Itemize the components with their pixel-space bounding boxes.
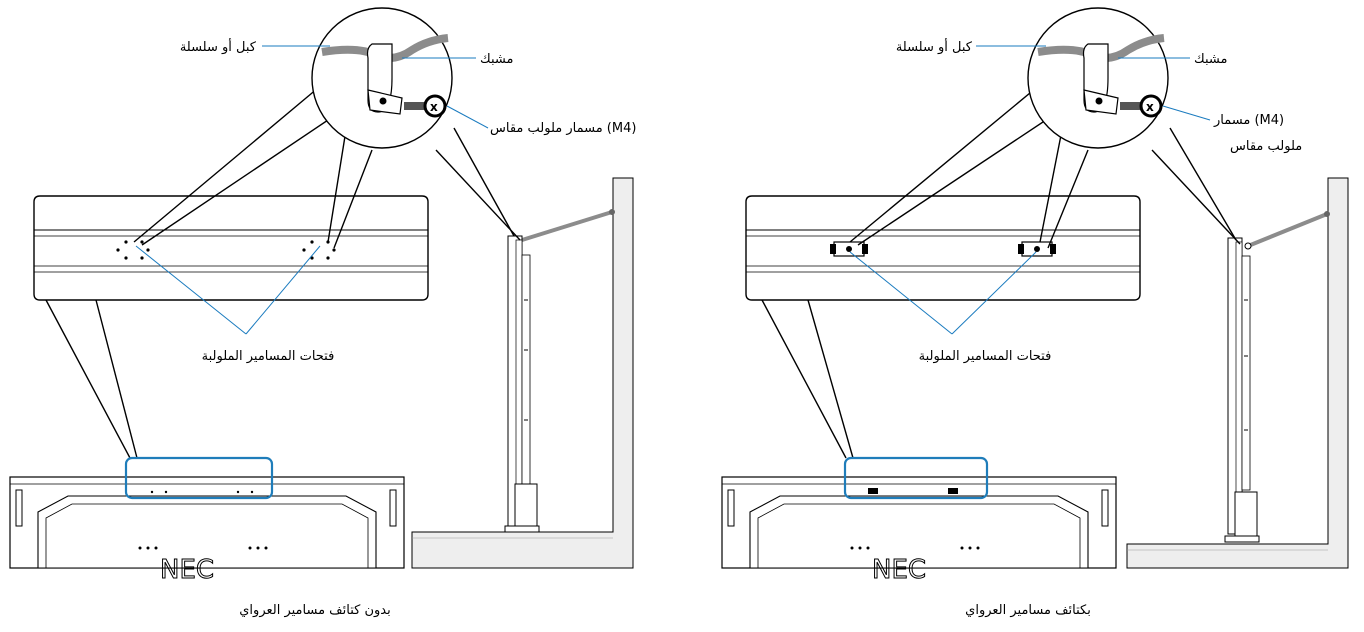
label-holes-right: فتحات المسامير الملولبة — [919, 349, 1052, 364]
monitor-side-left — [504, 235, 540, 533]
monitor-logo-right: NEC — [872, 555, 926, 585]
magnifier-right: x — [1027, 7, 1169, 149]
callouts-right — [849, 45, 1211, 335]
cable-right — [1247, 212, 1328, 248]
monitor-back-left: NEC — [9, 476, 405, 586]
rail-zoom-right — [745, 195, 1141, 301]
wall-right — [1126, 177, 1349, 569]
label-screw-right-line1: مسمار (M4) — [1213, 113, 1284, 128]
eyebolt-bracket-1 — [830, 241, 868, 257]
eyebolt-bracket-2 — [1018, 241, 1056, 257]
cable-left — [521, 210, 613, 242]
label-clamp-right: مشبك — [1194, 52, 1227, 67]
figure-with-eyebolts: x NEC كبل أو سلسلة مشبك — [721, 7, 1349, 618]
caption-left: بدون كتائف مسامير العرواي — [239, 603, 390, 618]
zoom-lines-right — [761, 299, 854, 459]
screw-holes-left-1 — [116, 240, 150, 260]
label-cable-left: كبل أو سلسلة — [180, 38, 257, 55]
svg-text:x: x — [430, 100, 438, 114]
label-screw-left: مسمار ملولب مقاس (M4) — [490, 121, 636, 136]
svg-text:x: x — [1146, 100, 1154, 114]
magnifier-lines-left — [133, 87, 521, 249]
callouts-left — [135, 45, 489, 335]
magnifier-lines-right — [849, 87, 1241, 249]
label-clamp-left: مشبك — [480, 52, 513, 67]
label-screw-right-line2: ملولب مقاس — [1230, 139, 1302, 154]
figure-without-eyebolts: x NEC كبل أو — [9, 7, 636, 618]
monitor-logo-left: NEC — [160, 555, 214, 585]
monitor-side-right — [1224, 237, 1260, 543]
label-cable-right: كبل أو سلسلة — [896, 38, 973, 55]
label-holes-left: فتحات المسامير الملولبة — [202, 349, 335, 364]
highlight-box-right — [843, 456, 989, 500]
highlight-box-left — [124, 456, 274, 500]
rail-zoom-left — [33, 195, 429, 301]
zoom-lines-left — [45, 299, 138, 459]
monitor-back-right: NEC — [721, 476, 1117, 586]
caption-right: بكتائف مسامير العرواي — [965, 603, 1091, 618]
magnifier-left: x — [311, 7, 453, 149]
